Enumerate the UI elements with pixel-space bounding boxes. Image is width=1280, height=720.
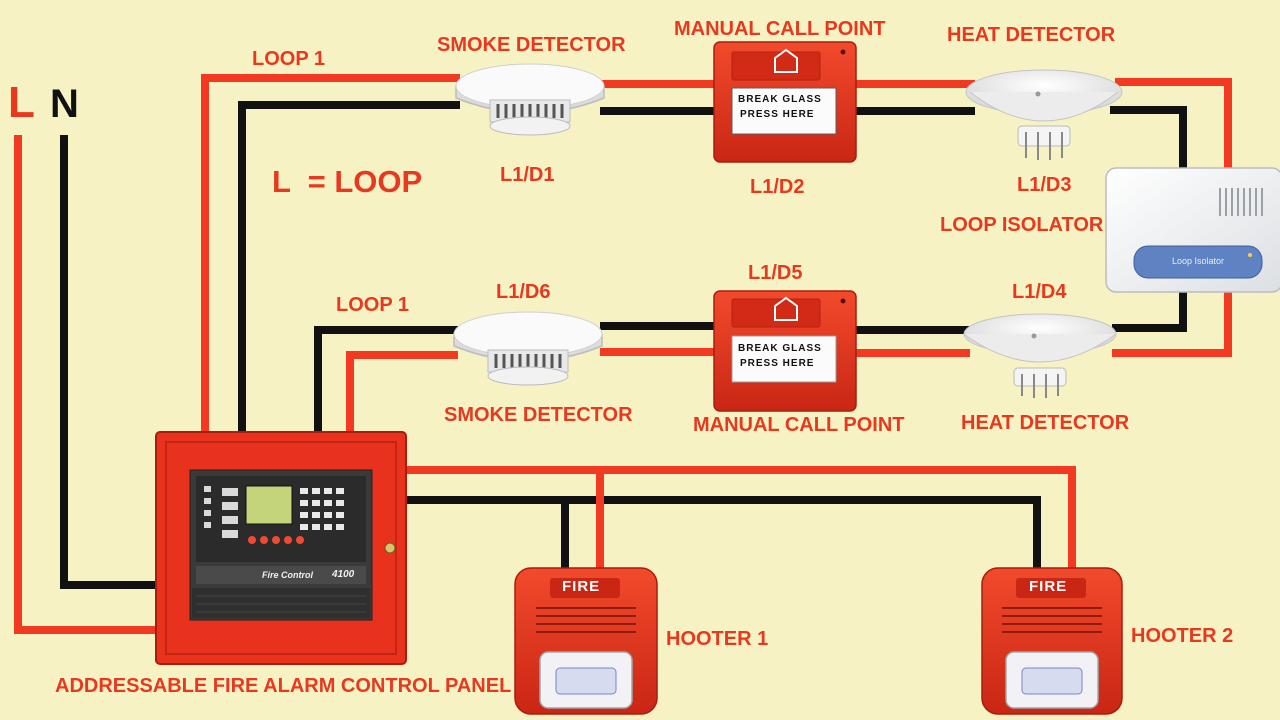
loop-bottom-live-wire <box>346 351 458 432</box>
d6-address-label: L1/D6 <box>496 281 551 303</box>
manual-call-point-d5 <box>713 290 857 412</box>
d2-glass-line2: PRESS HERE <box>740 109 815 120</box>
d3-address-label: L1/D3 <box>1017 174 1072 196</box>
smoke-detector-d6 <box>453 311 603 386</box>
isolator-type-label: LOOP ISOLATOR <box>940 214 1104 236</box>
loop-bottom-neutral-wire <box>314 326 458 432</box>
loop-bottom-label: LOOP 1 <box>336 294 409 316</box>
heat-detector-d4 <box>963 313 1117 398</box>
d4-address-label: L1/D4 <box>1012 281 1067 303</box>
d5-glass-line1: BREAK GLASS <box>738 343 822 354</box>
panel-caption: ADDRESSABLE FIRE ALARM CONTROL PANEL <box>55 675 512 697</box>
d5-glass-line2: PRESS HERE <box>740 358 815 369</box>
d3-type-label: HEAT DETECTOR <box>947 24 1116 46</box>
wires <box>14 74 1232 634</box>
loop-top-live-wire <box>201 74 460 432</box>
d1-type-label: SMOKE DETECTOR <box>437 34 626 56</box>
d5-type-label: MANUAL CALL POINT <box>693 414 905 436</box>
hooter-1-sign: FIRE <box>562 578 601 595</box>
panel-model: 4100 <box>332 569 355 580</box>
hooter-2 <box>981 567 1123 715</box>
loop-top-label: LOOP 1 <box>252 48 325 70</box>
d1-address-label: L1/D1 <box>500 164 555 186</box>
supply-live-wire <box>14 135 158 634</box>
heat-detector-d3 <box>965 69 1123 160</box>
d2-address-label: L1/D2 <box>750 176 805 198</box>
loop-isolator <box>1105 167 1280 293</box>
legend-loop: L = LOOP <box>272 164 423 199</box>
fire-alarm-control-panel <box>155 431 407 665</box>
supply-neutral-label: N <box>50 82 79 126</box>
loop-top-neutral-wire <box>238 101 460 432</box>
sounder-live-wire <box>404 466 1076 568</box>
d6-type-label: SMOKE DETECTOR <box>444 404 633 426</box>
isolator-plate-label: Loop Isolator <box>1172 256 1225 266</box>
panel-brand: Fire Control <box>262 570 313 580</box>
sounder-neutral-wire <box>404 496 1041 568</box>
hooter-1 <box>514 567 658 715</box>
d4-type-label: HEAT DETECTOR <box>961 412 1130 434</box>
supply-neutral-wire <box>60 135 158 589</box>
hooter-2-label: HOOTER 2 <box>1131 625 1234 647</box>
d2-glass-line1: BREAK GLASS <box>738 94 822 105</box>
hooter-2-sign: FIRE <box>1029 578 1068 595</box>
d2-type-label: MANUAL CALL POINT <box>674 18 886 40</box>
manual-call-point-d2 <box>713 41 857 163</box>
smoke-detector-d1 <box>455 63 605 136</box>
hooter-1-label: HOOTER 1 <box>666 628 769 650</box>
supply-live-label: L <box>8 78 35 127</box>
d5-address-label: L1/D5 <box>748 262 803 284</box>
